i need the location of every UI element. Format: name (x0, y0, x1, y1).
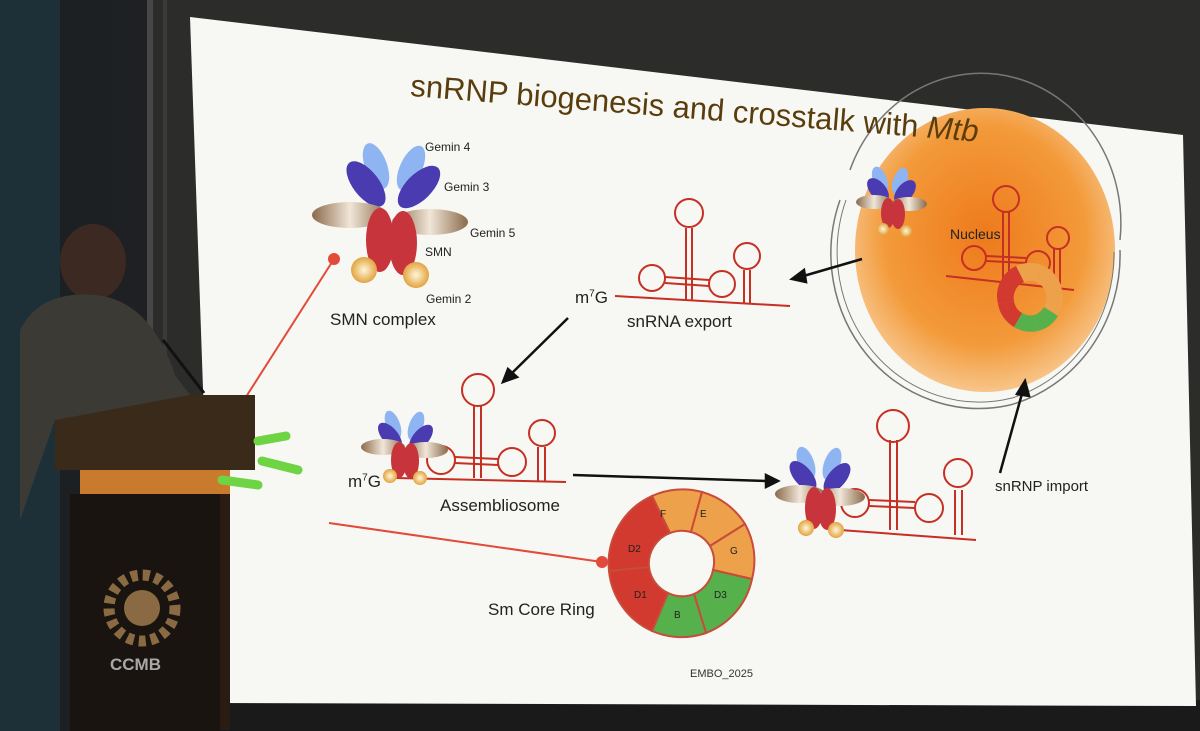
gemin2-shape (351, 257, 377, 283)
nucleus-label: Nucleus (950, 226, 1001, 242)
cap-sup-2: 7 (362, 472, 368, 484)
ring-segment-d1: D1 (634, 590, 647, 601)
gemin4-shape-right (396, 145, 426, 191)
arrows (500, 257, 1031, 490)
ccmb-logo-text: CCMB (110, 655, 161, 674)
podium (55, 395, 255, 731)
gemin4-label: Gemin 4 (425, 140, 471, 154)
ring-segment-d2: D2 (628, 544, 641, 555)
cap-label-assembliosome: m7G (348, 472, 381, 492)
ring-segment-e: E (700, 509, 707, 520)
slide-footer: EMBO_2025 (690, 668, 753, 680)
assembled-snrnp-structure (775, 409, 977, 541)
gemin3-label: Gemin 3 (444, 180, 490, 194)
red-connectors (243, 253, 608, 568)
ring-segment-b: B (674, 610, 681, 621)
cap-m-2: m (348, 472, 363, 491)
gemin5-label: Gemin 5 (470, 226, 516, 240)
cap-m: m (575, 288, 590, 307)
nucleus-internal-structure (856, 166, 1075, 332)
smn-label: SMN (425, 245, 452, 259)
smn-shape (366, 208, 394, 272)
speaker (20, 224, 206, 520)
ring-segment-g: G (730, 546, 738, 557)
ring-segment-f: F (660, 509, 667, 520)
assembliosome-structure (361, 373, 567, 485)
snrna-export-label: snRNA export (627, 312, 732, 331)
snrnp-import-label: snRNP import (995, 478, 1089, 495)
gemin3-shape-right (397, 165, 441, 209)
cap-sup: 7 (589, 288, 595, 300)
smn-shape-right (389, 211, 417, 275)
sm-core-ring (607, 488, 756, 639)
sm-core-ring-label: Sm Core Ring (488, 600, 595, 619)
gemin2-label: Gemin 2 (426, 292, 472, 306)
assembliosome-label: Assembliosome (440, 496, 560, 515)
ccmb-logo-gear (103, 569, 181, 647)
cap-g-2: G (367, 472, 381, 491)
cap-label-export: m7G (575, 288, 608, 308)
snrna-export-structure (614, 198, 791, 307)
smn-complex-diagram (312, 143, 468, 288)
green-laser-mark (217, 431, 303, 490)
gemin3-shape (346, 161, 386, 207)
ring-segment-d3: D3 (714, 590, 727, 601)
smn-complex-label: SMN complex (330, 310, 436, 329)
slide-title-italic: Mtb (925, 109, 980, 149)
gemin2-shape-right (403, 262, 429, 288)
cap-g: G (594, 288, 608, 307)
